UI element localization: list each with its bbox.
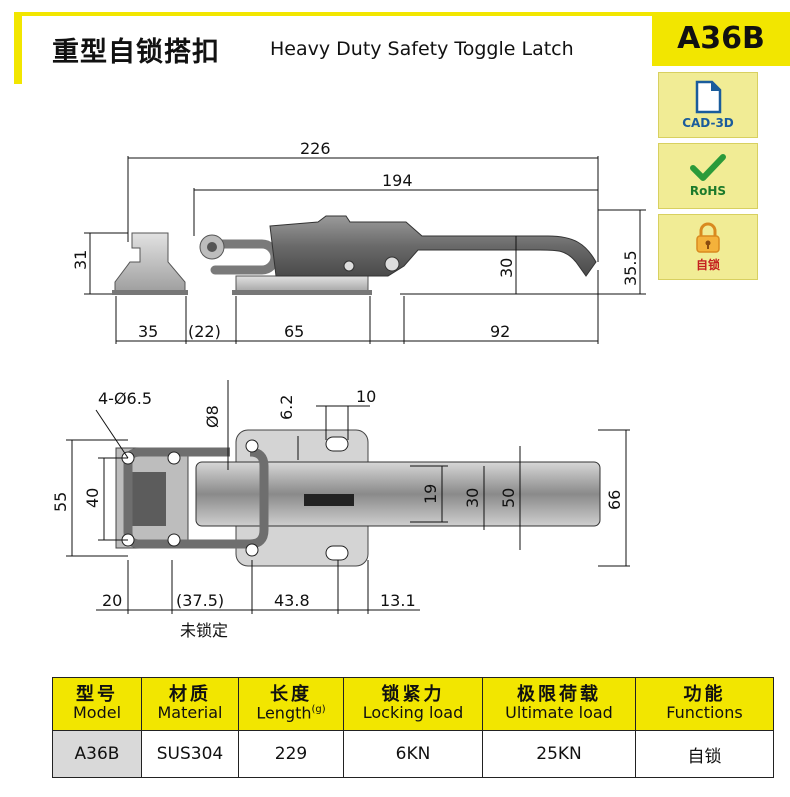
header-top-rule [14,12,654,16]
cell-model: A36B [52,730,142,778]
cell-function: 自锁 [635,730,774,778]
product-title-cn: 重型自锁搭扣 [52,37,220,68]
header-locking-load: 锁紧力 Locking load [343,677,483,731]
dim-len-131: 13.1 [380,591,416,610]
side-view-drawing: 226 194 31 30 35.5 35 (22) 65 92 [71,139,646,344]
dim-width-50: 50 [499,488,518,508]
handle-top [195,461,601,527]
top-view-drawing: 4-Ø6.5 Ø8 6.2 10 55 40 19 30 50 66 20 (3… [51,380,630,640]
dim-len-375: (37.5) [176,591,224,610]
rohs-label: RoHS [689,184,727,198]
file-document-icon [695,80,722,114]
model-code-badge: A36B [652,12,790,66]
dim-width-66: 66 [605,490,624,510]
spec-header-row: 型号 Model 材质 Material 长度 Length(g) 锁紧力 Lo… [52,677,774,731]
dim-phi8: Ø8 [203,405,222,428]
dim-width-30: 30 [463,488,482,508]
header-functions: 功能 Functions [635,677,774,731]
dim-hook-base: 35 [138,322,158,341]
cell-locking-load: 6KN [343,730,483,778]
dim-handle-reach: 92 [490,322,510,341]
dim-width-19: 19 [421,484,440,504]
header-ultimate-load: 极限荷载 Ultimate load [482,677,636,731]
dim-height-base: 31 [71,250,90,270]
header-length: 长度 Length(g) [238,677,344,731]
header-material: 材质 Material [141,677,239,731]
dim-handle-length: 194 [382,171,413,190]
self-lock-label: 自锁 [695,257,720,272]
product-title-en: Heavy Duty Safety Toggle Latch [270,38,574,60]
dim-height-total: 35.5 [621,250,640,286]
checkmark-icon [690,154,726,181]
cell-length: 229 [238,730,344,778]
dim-offset-62: 6.2 [277,395,296,420]
dim-body-base: 65 [284,322,304,341]
hook-part [112,232,188,295]
dim-slot-10: 10 [356,387,376,406]
cell-material: SUS304 [141,730,239,778]
header-model: 型号 Model [52,677,142,731]
dim-width-40: 40 [83,488,102,508]
cad-3d-button[interactable]: CAD-3D [658,72,758,138]
dim-unlocked-gap: (22) [188,322,221,341]
header-accent-bar [14,12,22,84]
spec-data-row: A36B SUS304 229 6KN 25KN 自锁 [52,730,774,778]
body-base [232,275,372,295]
dim-height-handle: 30 [497,258,516,278]
self-lock-button[interactable]: 自锁 [658,214,758,280]
cad-3d-label: CAD-3D [682,116,734,130]
cell-ultimate-load: 25KN [482,730,636,778]
dim-overall-length: 226 [300,139,331,158]
dim-holes: 4-Ø6.5 [98,389,152,408]
padlock-icon [696,222,720,253]
dim-len-20: 20 [102,591,122,610]
spec-table: 型号 Model 材质 Material 长度 Length(g) 锁紧力 Lo… [52,677,774,778]
rohs-button[interactable]: RoHS [658,143,758,209]
dim-width-55: 55 [51,492,70,512]
handle-lever [269,215,597,277]
dim-len-438: 43.8 [274,591,310,610]
unlocked-note: 未锁定 [180,621,228,640]
